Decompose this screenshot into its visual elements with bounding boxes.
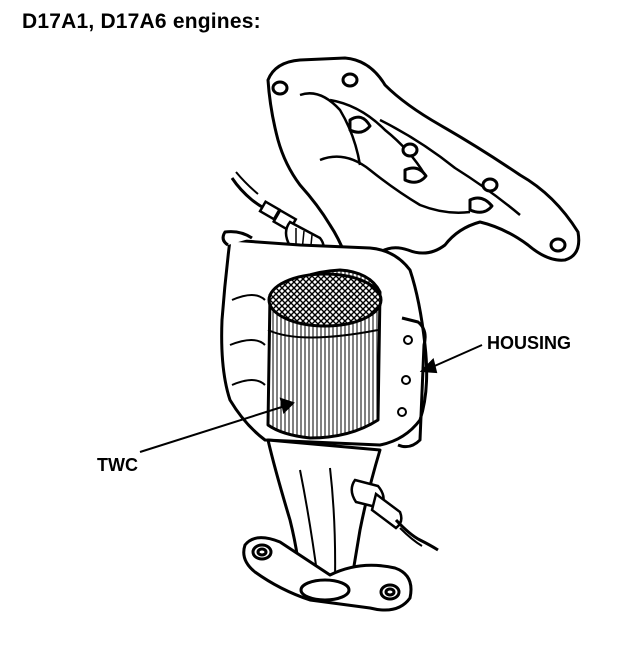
twc-callout-label: TWC: [97, 455, 138, 475]
twc-substrate: [266, 268, 383, 440]
outlet-flange: [242, 536, 413, 612]
oxygen-sensor-lower: [350, 478, 439, 552]
page-title: D17A1, D17A6 engines:: [22, 10, 261, 33]
housing-callout-label: HOUSING: [487, 333, 572, 353]
twc-leader-line: [139, 405, 286, 453]
callout-leaders: [139, 344, 483, 453]
exhaust-manifold: [266, 56, 581, 273]
housing-arrowhead: [419, 358, 438, 374]
twc-arrowhead: [279, 397, 295, 414]
housing-leader-line: [429, 344, 483, 369]
